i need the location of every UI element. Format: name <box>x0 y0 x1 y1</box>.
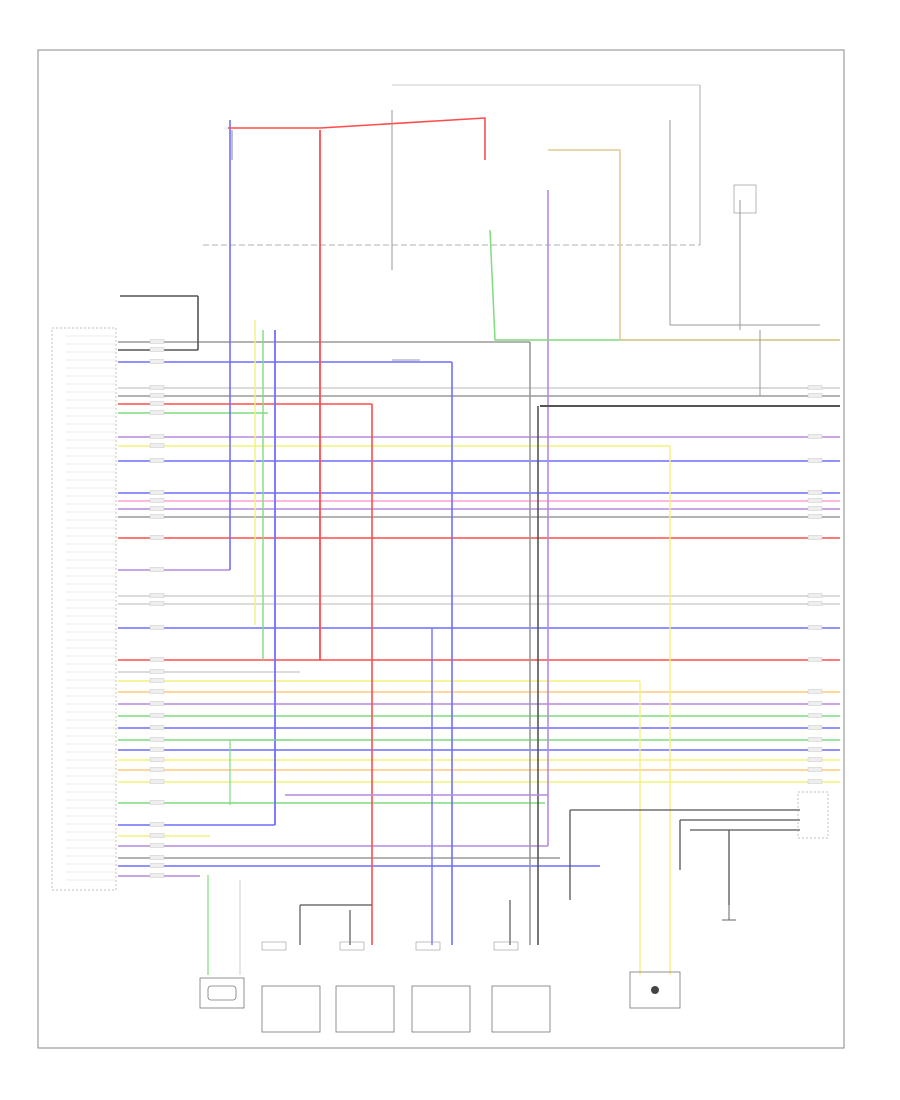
wire-color-tag <box>807 689 823 694</box>
wire-color-tag <box>807 701 823 706</box>
sensor-component-4 <box>491 941 551 1033</box>
wire-color-tag <box>149 833 165 838</box>
wire-color-tag <box>149 625 165 630</box>
sensor-component-2 <box>335 941 395 1033</box>
wire-color-tag <box>807 514 823 519</box>
wire-color-tag <box>149 822 165 827</box>
wire-color-tag <box>807 393 823 398</box>
wire-color-tag <box>149 443 165 448</box>
wire-color-tag <box>149 767 165 772</box>
wire-color-tag <box>149 359 165 364</box>
wire-color-tag <box>807 434 823 439</box>
wire-color-tag <box>807 757 823 762</box>
ecm-connector-block <box>51 327 117 891</box>
top-gray-wire <box>669 120 820 326</box>
wire-color-tag <box>149 863 165 868</box>
wire-color-tag <box>149 713 165 718</box>
wire-color-tag <box>807 747 823 752</box>
wire-color-tag <box>149 498 165 503</box>
electronic-throttle-component <box>199 977 245 1009</box>
wire-color-tag <box>149 490 165 495</box>
wire-color-tag <box>807 737 823 742</box>
wire-color-tag <box>149 514 165 519</box>
wire-color-tag <box>149 855 165 860</box>
wire-color-tag <box>807 713 823 718</box>
wire-color-tag <box>807 490 823 495</box>
wire-color-tag <box>149 567 165 572</box>
diagram-frame <box>37 49 845 1049</box>
wire-color-tag <box>807 498 823 503</box>
wire-color-tag <box>807 506 823 511</box>
wire-color-tag <box>149 593 165 598</box>
wire-color-tag <box>807 625 823 630</box>
wire-color-tag <box>807 535 823 540</box>
wire-color-tag <box>807 725 823 730</box>
tan-top-wire <box>548 149 840 341</box>
wire-color-tag <box>149 434 165 439</box>
wire-color-tag <box>149 657 165 662</box>
wire-color-tag <box>149 779 165 784</box>
green-branch <box>229 739 290 805</box>
right-side-connector <box>797 791 829 839</box>
wire-color-tag <box>149 678 165 683</box>
wire-color-tag <box>149 843 165 848</box>
wire-color-tag <box>149 757 165 762</box>
wire-color-tag <box>807 657 823 662</box>
wire-color-tag <box>149 458 165 463</box>
wire-color-tag <box>149 669 165 674</box>
green-top-wire <box>489 229 840 341</box>
wire-color-tag <box>149 506 165 511</box>
wire-color-tag <box>149 401 165 406</box>
wire-color-tag <box>149 601 165 606</box>
wire-color-tag <box>807 601 823 606</box>
wire-color-tag <box>149 800 165 805</box>
wire-color-tag <box>149 535 165 540</box>
wire-color-tag <box>149 701 165 706</box>
sensor-component-5 <box>629 971 681 1009</box>
wire-color-tag <box>807 593 823 598</box>
ground-symbol <box>722 905 736 921</box>
wire-color-tag <box>149 385 165 390</box>
wire-color-tag <box>149 410 165 415</box>
wire-color-tag <box>807 779 823 784</box>
wire-color-tag <box>149 737 165 742</box>
wire-color-tag <box>807 385 823 390</box>
wire-color-tag <box>149 339 165 344</box>
wire-color-tag <box>149 393 165 398</box>
wire-group <box>118 110 840 975</box>
wire-color-tag <box>149 873 165 878</box>
wire-color-tag <box>807 767 823 772</box>
sensor-component-3 <box>411 941 471 1033</box>
sensor-component-1 <box>261 941 321 1033</box>
wire-color-tag <box>807 458 823 463</box>
connector-pin-group <box>66 335 823 881</box>
top-red-wire <box>228 117 486 160</box>
top-right-connector <box>733 184 757 214</box>
wire-color-tag <box>149 747 165 752</box>
wire-color-tag <box>149 725 165 730</box>
wire-color-tag <box>149 347 165 352</box>
wire-color-tag <box>149 689 165 694</box>
